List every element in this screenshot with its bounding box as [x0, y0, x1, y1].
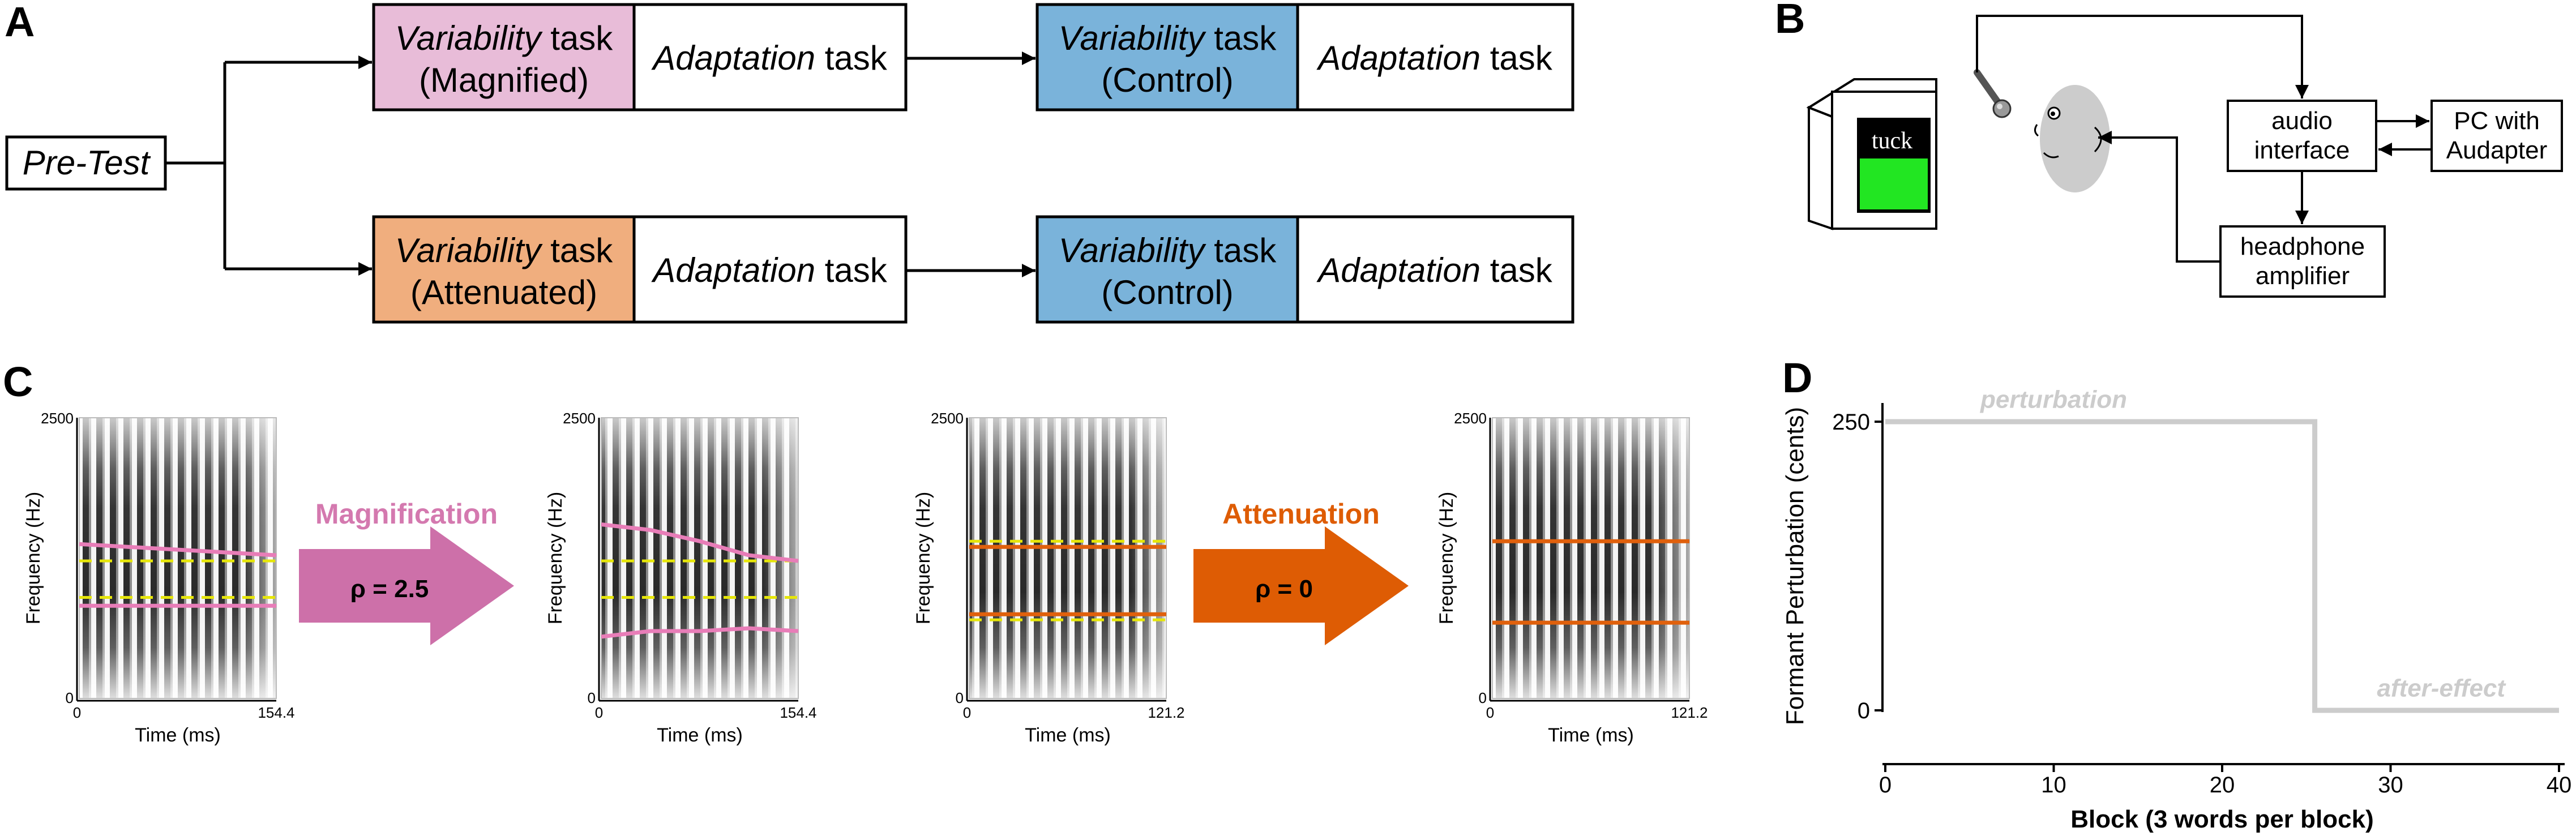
- ytick-top: 2500: [931, 410, 964, 427]
- xtick-label-0: 0: [1879, 773, 1892, 798]
- formant-track-1: [601, 522, 799, 563]
- screen-green-bar: [1860, 158, 1928, 209]
- ytick-top: 2500: [41, 410, 74, 427]
- panel-a-flowchart: Pre-Test Variability task (Magnified) Ad…: [5, 3, 1574, 324]
- xtick-label-10: 10: [2041, 773, 2066, 798]
- panel-label-c: C: [3, 358, 33, 405]
- variability-attenuated-title: Variability task: [395, 231, 614, 269]
- xtick-label-40: 40: [2547, 773, 2572, 798]
- headphone-label-2: amplifier: [2256, 262, 2350, 290]
- x-axis-label: Time (ms): [1025, 724, 1111, 746]
- pc-label-1: PC with: [2454, 107, 2540, 135]
- ytick-top: 2500: [563, 410, 596, 427]
- branch-connector: [165, 62, 226, 269]
- arrow-rho-label: ρ = 2.5: [350, 575, 429, 603]
- panel-label-b: B: [1775, 0, 1805, 42]
- audio-interface-label-2: interface: [2254, 136, 2350, 164]
- adaptation-box-4: [1296, 215, 1574, 324]
- audio-interface-box: [2227, 100, 2377, 172]
- adaptation-label-4: Adaptation task: [1316, 251, 1553, 289]
- xtick-label-20: 20: [2210, 773, 2235, 798]
- headphone-label-1: headphone: [2240, 233, 2365, 260]
- arrow-shape: [299, 526, 514, 645]
- perturbation-line-1: [1885, 419, 2559, 713]
- pc-label-2: Audapter: [2446, 136, 2548, 164]
- adaptation-label-1: Adaptation task: [651, 39, 888, 77]
- pc-audapter-box: [2430, 100, 2563, 172]
- panel-label-d: D: [1782, 354, 1812, 401]
- xtick-max: 154.4: [258, 704, 294, 721]
- annotation-after-effect: after-effect: [2377, 675, 2506, 702]
- adaptation-box-2: [1296, 3, 1574, 112]
- xtick-label-30: 30: [2378, 773, 2403, 798]
- variability-attenuated-condition: (Attenuated): [410, 273, 597, 311]
- xtick-max: 121.2: [1148, 704, 1184, 721]
- ytick-label-0: 0: [1858, 698, 1870, 723]
- transform-arrow-1: Magnification ρ = 2.5: [299, 498, 514, 645]
- xtick-max: 154.4: [780, 704, 816, 721]
- monitor-icon: [1806, 78, 1937, 230]
- arrow-title: Attenuation: [1222, 498, 1380, 530]
- y-axis-label: Frequency (Hz): [1436, 492, 1457, 624]
- x-axis-label: Time (ms): [1548, 724, 1634, 746]
- variability-control-title-2: Variability task: [1059, 231, 1277, 269]
- xtick-max: 121.2: [1671, 704, 1708, 721]
- xtick-zero: 0: [73, 704, 81, 721]
- y-axis-label: Frequency (Hz): [913, 492, 934, 624]
- amp-to-ear-arrow: [2098, 131, 2220, 263]
- arrow-title: Magnification: [315, 498, 498, 530]
- ytick-bottom: 0: [956, 689, 964, 706]
- adaptation-box-1: [632, 3, 908, 112]
- microphone-icon: [1974, 69, 2012, 118]
- xtick-zero: 0: [963, 704, 971, 721]
- panel-label-a: A: [5, 0, 35, 45]
- ytick-label-250: 250: [1832, 410, 1870, 435]
- pretest-label: Pre-Test: [23, 144, 151, 182]
- pretest-box: [5, 135, 167, 191]
- panel-b-apparatus: tuck audio interface PC with Audapter he…: [1806, 15, 2563, 298]
- x-axis-label: Time (ms): [657, 724, 743, 746]
- xtick-zero: 0: [1486, 704, 1494, 721]
- variability-magnified-condition: (Magnified): [419, 61, 589, 99]
- adaptation-label-3: Adaptation task: [651, 251, 888, 289]
- arrow-rho-label: ρ = 0: [1255, 575, 1313, 603]
- formant-track-1: [79, 542, 277, 558]
- y-axis-label: Frequency (Hz): [545, 492, 566, 624]
- headphone-amplifier-box: [2219, 225, 2386, 298]
- ytick-bottom: 0: [1479, 689, 1487, 706]
- x-axis-label: Time (ms): [135, 724, 221, 746]
- variability-attenuated-box: [372, 215, 636, 324]
- variability-control-title-1: Variability task: [1059, 19, 1277, 57]
- audio-interface-label-1: audio: [2271, 107, 2333, 135]
- adaptation-label-2: Adaptation task: [1316, 39, 1553, 77]
- ytick-bottom: 0: [588, 689, 596, 706]
- transform-arrow-2: Attenuation ρ = 0: [1193, 498, 1409, 645]
- variability-control-condition-1: (Control): [1101, 61, 1233, 99]
- xtick-zero: 0: [595, 704, 603, 721]
- arrow-shape: [1193, 526, 1409, 645]
- screen-word: tuck: [1872, 128, 1912, 154]
- annotation-perturbation: perturbation: [1980, 386, 2127, 414]
- variability-control-condition-2: (Control): [1101, 273, 1233, 311]
- y-axis-label: Formant Perturbation (cents): [1781, 407, 1809, 725]
- variability-magnified-title: Variability task: [395, 19, 614, 57]
- x-axis-label: Block (3 words per block): [2070, 805, 2373, 833]
- ytick-bottom: 0: [66, 689, 74, 706]
- y-axis-label: Frequency (Hz): [23, 492, 44, 624]
- variability-magnified-box: [372, 3, 636, 112]
- mic-to-audio-arrow: [1976, 15, 2309, 98]
- variability-control-box-1: [1035, 3, 1299, 112]
- formant-track-2: [601, 626, 799, 639]
- ytick-top: 2500: [1454, 410, 1487, 427]
